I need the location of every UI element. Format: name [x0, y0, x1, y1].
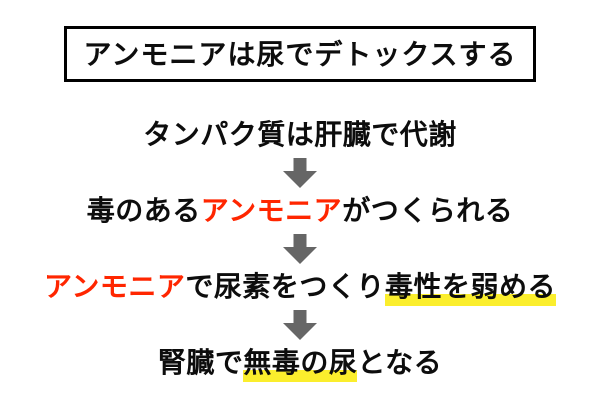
- flow-diagram: タンパク質は肝臓で代謝毒のあるアンモニアがつくられるアンモニアで尿素をつくり毒性…: [44, 117, 556, 382]
- step-text: で尿素をつくり: [185, 271, 385, 302]
- down-arrow-icon: [282, 310, 317, 340]
- emphasis-red-text: アンモニア: [200, 195, 343, 226]
- emphasis-red-text: アンモニア: [44, 271, 186, 302]
- page-title: アンモニアは尿でデトックスする: [83, 39, 517, 70]
- flow-step-1: タンパク質は肝臓で代謝: [143, 117, 457, 153]
- down-arrow-icon: [282, 158, 317, 188]
- highlighted-text: 無毒の尿: [243, 347, 358, 382]
- flow-step-3: アンモニアで尿素をつくり毒性を弱める: [44, 269, 556, 306]
- step-text: 毒のある: [86, 195, 201, 226]
- step-text: がつくられる: [342, 195, 514, 226]
- flow-step-4: 腎臓で無毒の尿となる: [157, 345, 443, 382]
- flow-step-2: 毒のあるアンモニアがつくられる: [87, 193, 513, 229]
- step-text: 腎臓で: [157, 347, 244, 378]
- highlighted-text: 毒性を弱める: [384, 271, 556, 306]
- down-arrow-icon: [282, 234, 317, 264]
- step-text: となる: [357, 347, 443, 378]
- step-text: タンパク質は肝臓で代謝: [143, 119, 457, 150]
- title-box: アンモニアは尿でデトックスする: [64, 26, 536, 82]
